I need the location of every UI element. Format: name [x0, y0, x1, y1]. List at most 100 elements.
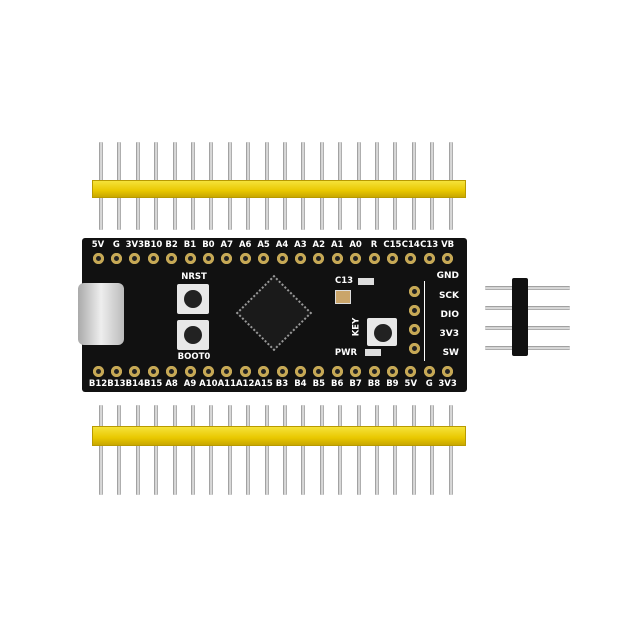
pin-pad — [166, 366, 178, 377]
pin-label: B2 — [165, 240, 178, 250]
pin-label: A1 — [330, 240, 344, 250]
pin-pad — [294, 253, 306, 264]
pin-label: G — [112, 240, 120, 250]
pin-pad — [221, 366, 233, 377]
pin-pad — [129, 366, 141, 377]
pin-label: A5 — [257, 240, 270, 250]
pin-label: A9 — [183, 379, 197, 389]
pin-label: G — [425, 379, 433, 389]
usb-c-connector — [78, 283, 124, 345]
pin-pad — [184, 253, 196, 264]
pin-pad — [258, 366, 270, 377]
pin-pad — [386, 253, 398, 264]
pin-pad — [442, 366, 454, 377]
pin-label: B8 — [367, 379, 381, 389]
pin-label: 3V3 — [125, 240, 145, 250]
pin-pad — [258, 253, 270, 264]
pin-label: B4 — [294, 379, 307, 389]
pin-pad — [294, 366, 306, 377]
pin-pad — [405, 253, 417, 264]
c13-led-label: C13 — [334, 276, 354, 286]
swd-label-sck: SCK — [438, 291, 459, 301]
pin-pad — [147, 366, 159, 377]
pin-label: A6 — [238, 240, 252, 250]
pin-label: A2 — [312, 240, 326, 250]
swd-label-gnd: GND — [436, 271, 459, 281]
pwr-led — [365, 349, 381, 356]
swd-pad — [409, 343, 420, 354]
pin-label: B5 — [312, 379, 325, 389]
header-pin — [356, 405, 361, 495]
header-pin — [246, 405, 251, 495]
header-pin — [338, 405, 343, 495]
pin-label: 3V3 — [438, 379, 457, 389]
header-pin — [319, 405, 324, 495]
header-pin — [411, 405, 416, 495]
pin-pad — [221, 253, 233, 264]
header-pin — [191, 405, 195, 495]
boot0-label: BOOT0 — [177, 352, 211, 362]
pin-label: A8 — [165, 379, 178, 389]
pin-pad — [184, 366, 196, 377]
header-plastic — [92, 180, 466, 198]
pin-pad — [313, 366, 325, 377]
pin-pad — [405, 366, 417, 377]
pin-label: 5V — [404, 379, 418, 389]
header-pin — [154, 405, 159, 495]
pin-pad — [202, 253, 214, 264]
header-pin — [283, 405, 287, 495]
nrst-label: NRST — [181, 272, 207, 282]
header-pin — [99, 405, 103, 495]
pin-label: B12 — [88, 379, 108, 389]
pin-label: B9 — [386, 379, 399, 389]
pin-pad — [110, 253, 122, 264]
pin-pad — [386, 366, 398, 377]
pin-pad — [147, 253, 159, 264]
pin-pad — [313, 253, 325, 264]
header-pin — [430, 405, 435, 495]
pin-label: B10 — [144, 240, 163, 250]
pwr-led-label: PWR — [334, 348, 358, 358]
header-plastic — [92, 426, 466, 446]
pin-pad — [350, 253, 362, 264]
pin-label: R — [370, 240, 378, 250]
pin-label: A10 — [199, 379, 218, 389]
pin-label: B13 — [107, 379, 126, 389]
pin-pad — [368, 366, 380, 377]
crystal — [335, 290, 351, 304]
pin-pad — [368, 253, 380, 264]
pin-label: 5V — [91, 240, 105, 250]
pin-pad — [239, 366, 251, 377]
header-pin — [209, 405, 214, 495]
swd-label-3v3: 3V3 — [439, 329, 460, 339]
header-plastic — [512, 278, 528, 356]
pin-pad — [92, 366, 104, 377]
swd-label-dio: DIO — [440, 310, 459, 320]
c13-led — [358, 278, 374, 285]
key-label: KEY — [351, 317, 362, 337]
header-pin — [301, 405, 306, 495]
pin-label: A15 — [254, 379, 273, 389]
swd-pad — [409, 286, 420, 297]
pin-pad — [92, 253, 104, 264]
mcu-chip — [235, 274, 313, 352]
pin-label: C14 — [401, 240, 420, 250]
pin-pad — [276, 366, 288, 377]
header-pin — [393, 405, 398, 495]
header-pin — [264, 405, 269, 495]
pin-label: B15 — [144, 379, 163, 389]
pin-pad — [442, 253, 454, 264]
pin-label: A4 — [275, 240, 289, 250]
swd-pad — [409, 305, 420, 316]
header-pin — [227, 405, 232, 495]
pin-label: B14 — [125, 379, 144, 389]
pin-label: VB — [441, 240, 455, 250]
nrst-button — [177, 284, 209, 314]
pin-label: A12 — [235, 379, 255, 389]
pin-pad — [239, 253, 251, 264]
header-pin — [172, 405, 177, 495]
pin-pad — [423, 366, 435, 377]
pin-label: C13 — [420, 240, 439, 250]
pin-label: C15 — [383, 240, 402, 250]
